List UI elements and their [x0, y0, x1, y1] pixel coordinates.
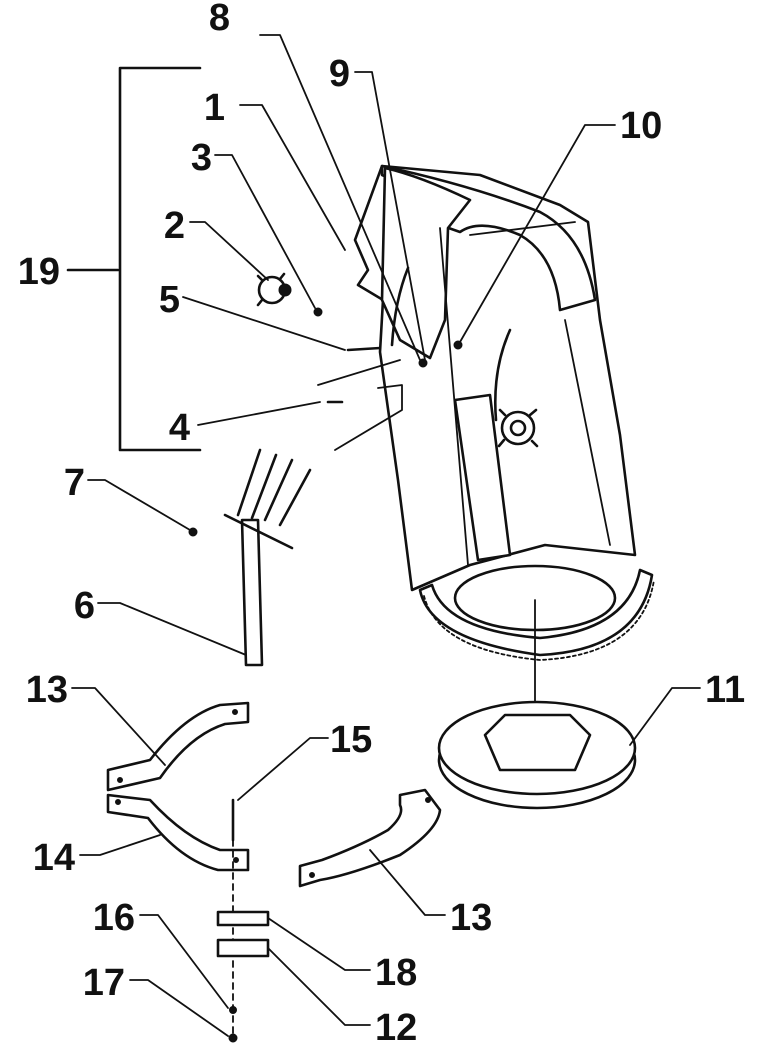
label-7: 7	[64, 462, 85, 504]
chute-seam-2	[469, 221, 576, 236]
leader-5	[182, 296, 346, 351]
label-14: 14	[33, 837, 75, 879]
part-16-washer	[229, 1006, 237, 1014]
label-1: 1	[204, 87, 225, 129]
leader-12	[267, 947, 371, 1026]
leader-2	[189, 221, 269, 281]
label-11: 11	[705, 669, 745, 711]
callout-labels: 8 1 3 2 19 5 4 7 6 9 10 11 13 15 14 13 1…	[18, 0, 745, 1049]
bracket-outline	[317, 359, 403, 451]
leader-17	[129, 979, 229, 1037]
label-15: 15	[330, 719, 372, 761]
label-13a: 13	[26, 669, 68, 711]
part-13-clamp-left	[106, 701, 250, 792]
chute-assembly	[353, 164, 655, 661]
part-7-fastener	[188, 527, 198, 537]
leader-10	[459, 124, 616, 343]
leader-11	[629, 687, 701, 746]
part-6-handle-bracket	[188, 448, 312, 667]
label-13b: 13	[450, 897, 492, 939]
label-19: 19	[18, 251, 60, 293]
label-5: 5	[159, 279, 180, 321]
gear-teeth	[423, 579, 655, 661]
deflector-plate	[380, 166, 472, 360]
part-5-pin	[346, 346, 382, 352]
part-17-nut	[228, 1033, 238, 1043]
part-10-washer	[453, 340, 463, 350]
right-knob	[497, 408, 539, 448]
part-12-plate	[216, 938, 270, 958]
leader-7	[87, 479, 191, 531]
part-2-knob	[256, 272, 292, 307]
leader-15	[237, 737, 329, 801]
label-18: 18	[375, 952, 417, 994]
group-bracket-19	[118, 66, 202, 452]
label-16: 16	[93, 897, 135, 939]
chute-seam-3	[564, 319, 611, 546]
leader-16	[139, 914, 229, 1009]
leader-lines	[71, 34, 701, 1037]
leader-18	[267, 917, 371, 971]
label-4: 4	[169, 407, 190, 449]
leader-4	[197, 401, 321, 426]
deflector-guide-rod	[390, 266, 410, 347]
label-8: 8	[209, 0, 230, 39]
part-11-ring	[437, 700, 637, 810]
label-3: 3	[191, 137, 212, 179]
part-13-clamp-right	[298, 788, 442, 888]
part-9-nut	[418, 358, 428, 368]
leader-8	[259, 34, 421, 361]
leader-6	[97, 602, 247, 656]
label-6: 6	[74, 585, 95, 627]
leader-3	[214, 154, 316, 309]
part-3-nut	[313, 307, 323, 317]
leader-13a	[71, 687, 166, 766]
body-guide-rod	[493, 328, 512, 422]
leader-1	[239, 104, 346, 251]
label-9: 9	[329, 53, 350, 95]
chute-base-ring	[418, 568, 654, 657]
leader-14	[79, 834, 161, 856]
label-12: 12	[375, 1007, 417, 1049]
part-14-clamp	[106, 793, 250, 872]
chute-seam	[439, 227, 469, 566]
ring-hex-opening	[483, 713, 592, 772]
part-18-plate	[216, 910, 270, 927]
leader-13b	[369, 849, 446, 916]
label-2: 2	[164, 205, 185, 247]
leader-9	[354, 71, 426, 361]
label-17: 17	[83, 962, 125, 1004]
chute-slot	[453, 393, 512, 562]
label-10: 10	[620, 105, 662, 147]
